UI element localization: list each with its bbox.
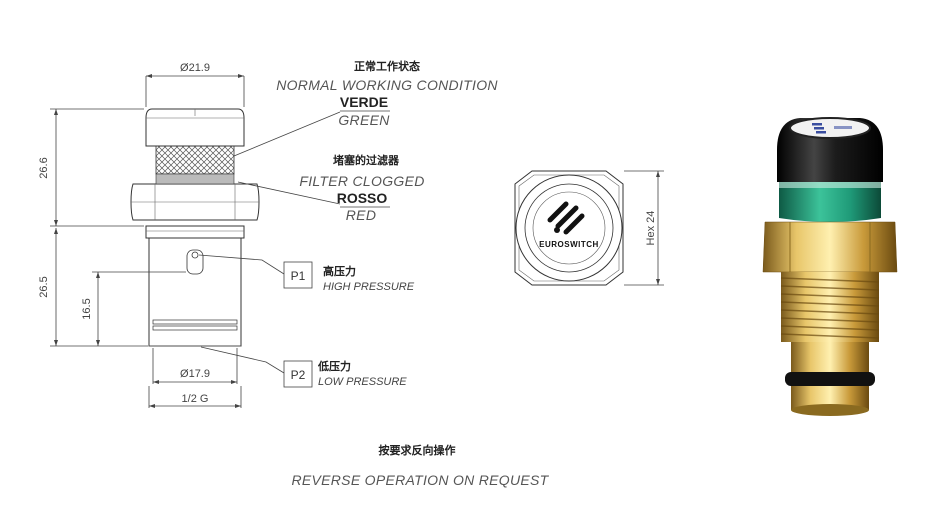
normal-color-it: VERDE — [340, 94, 388, 110]
dimension-lines — [50, 74, 245, 408]
top-diameter-label: Ø21.9 — [180, 62, 210, 74]
p1-height-label: 16.5 — [81, 298, 93, 319]
normal-status-en: NORMAL WORKING CONDITION — [276, 77, 498, 93]
euroswitch-logo-top — [547, 201, 585, 235]
normal-color-en: GREEN — [338, 112, 390, 128]
top-view — [514, 170, 664, 286]
port-p1-en: HIGH PRESSURE — [323, 281, 415, 293]
clogged-status-en: FILTER CLOGGED — [299, 173, 424, 189]
clogged-color-it: ROSSO — [337, 190, 388, 206]
clogged-status-cn: 堵塞的过滤器 — [333, 153, 400, 167]
brand-logo-text: EUROSWITCH — [539, 240, 599, 249]
clogged-color-en: RED — [346, 207, 376, 223]
blue-logo — [812, 123, 852, 134]
upper-height-label: 26.6 — [38, 157, 50, 178]
product-photo — [762, 117, 898, 416]
normal-status-cn: 正常工作状态 — [354, 59, 420, 73]
hex-label: Hex 24 — [645, 211, 657, 246]
leader-lines — [198, 111, 341, 374]
footer-cn: 按要求反向操作 — [379, 443, 456, 457]
port-p2-box — [283, 360, 313, 388]
footer-en: REVERSE OPERATION ON REQUEST — [291, 472, 549, 488]
side-view — [130, 108, 260, 347]
port-p1-cn: 高压力 — [323, 264, 356, 278]
port-p2-cn: 低压力 — [317, 359, 351, 373]
lower-diameter-label: Ø17.9 — [180, 368, 210, 380]
port-p1-box — [283, 261, 313, 289]
port-p2-id: P2 — [291, 368, 306, 382]
thread-label: 1/2 G — [182, 393, 209, 405]
lower-height-label: 26.5 — [38, 276, 50, 297]
port-p2-en: LOW PRESSURE — [318, 376, 407, 388]
port-p1-id: P1 — [291, 269, 306, 283]
